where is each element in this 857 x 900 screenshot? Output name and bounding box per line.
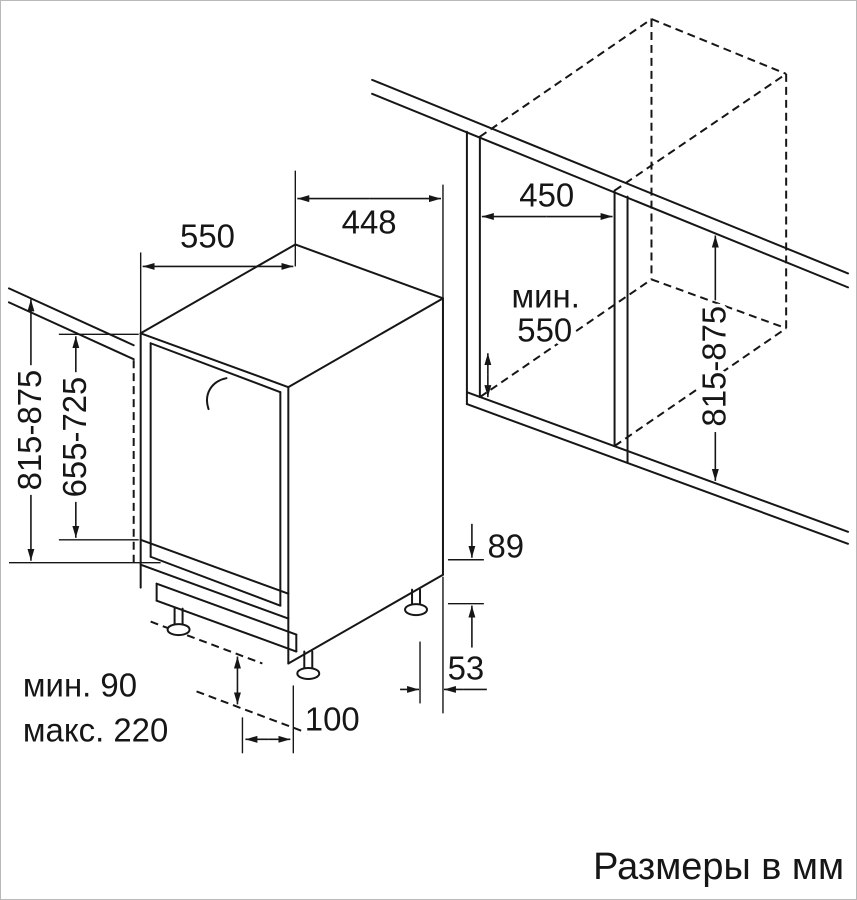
- appliance-drawing: [139, 243, 444, 665]
- dim-label-plinth-min: мин. 90: [23, 666, 137, 703]
- dim-label-offset-front: 100: [305, 700, 360, 737]
- worktop-edge: [371, 78, 850, 289]
- dimension-labels: 550 448 450 мин. 550 815-875 655-725 815…: [7, 173, 844, 888]
- units-caption: Размеры в мм: [593, 846, 844, 888]
- dim-label-niche-width: 450: [519, 177, 574, 214]
- dim-label-plinth-max: макс. 220: [23, 711, 168, 748]
- niche-opening: [465, 130, 629, 464]
- dim-label-overall-height: 815-875: [11, 370, 48, 491]
- dim-label-niche-depth-min: мин.: [512, 277, 580, 314]
- dim-label-top-depth: 550: [180, 217, 235, 254]
- dim-label-base-height: 89: [488, 528, 525, 565]
- worktop-edge-left: [7, 287, 135, 361]
- dim-label-door-height: 655-725: [56, 377, 93, 498]
- dimension-lines: [27, 195, 719, 743]
- dim-label-niche-depth-value: 550: [517, 311, 572, 348]
- door-handle-curve: [206, 377, 228, 411]
- appliance-feet: [166, 588, 429, 680]
- dim-label-niche-height: 815-875: [695, 306, 732, 427]
- niche-hidden-outline: [479, 18, 788, 447]
- dim-label-width: 448: [342, 204, 397, 241]
- extension-lines: [8, 170, 484, 754]
- floor-edge: [465, 391, 850, 545]
- dim-label-offset-side: 53: [448, 649, 485, 686]
- plinth-floor-dashed: [150, 620, 309, 735]
